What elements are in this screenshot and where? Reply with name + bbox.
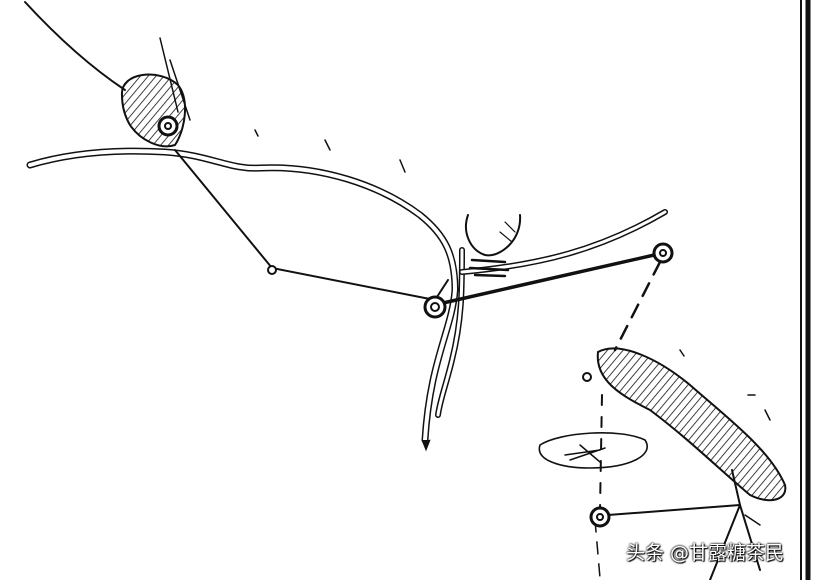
road <box>607 504 741 516</box>
river-arrow <box>421 439 431 452</box>
town-marker-inner <box>596 513 604 521</box>
dashed-route <box>613 260 662 352</box>
hatch-marks <box>468 258 510 278</box>
town-marker-inner <box>164 122 172 130</box>
route-line <box>24 1 126 91</box>
lake <box>538 432 648 469</box>
village-marker <box>267 265 277 275</box>
road-double <box>460 210 667 274</box>
river <box>26 147 459 444</box>
village-marker <box>582 372 592 382</box>
road <box>441 251 665 305</box>
town-marker-inner <box>659 249 667 257</box>
road <box>709 469 761 580</box>
watermark: 头条 @甘露糖茶民 <box>626 542 785 564</box>
road-double <box>459 209 668 275</box>
river <box>28 149 458 442</box>
hill <box>465 214 522 257</box>
lake-marks <box>564 444 606 463</box>
town-marker-inner <box>430 302 440 312</box>
hill-hatch <box>499 221 516 243</box>
dashed-route <box>599 394 603 511</box>
hatched-mountain <box>596 347 787 502</box>
hatched-mountain <box>120 73 186 148</box>
label-marks <box>254 129 771 526</box>
road <box>594 519 601 579</box>
river-branch <box>436 248 464 417</box>
